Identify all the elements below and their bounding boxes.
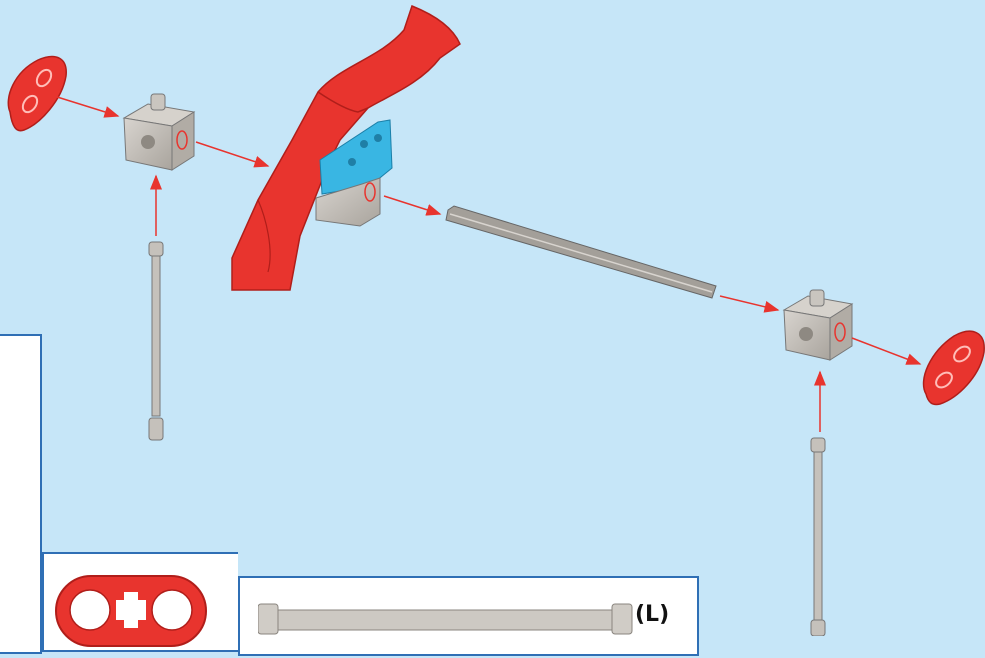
long-axle-icon [446, 206, 716, 298]
right-connector-block-icon [784, 290, 852, 360]
red-lever-icon [8, 57, 66, 131]
parts-callout-lever [42, 552, 238, 652]
grey-connector-block-icon [124, 94, 194, 170]
axle-size-label: (L) [635, 602, 669, 627]
right-red-lever-icon [924, 331, 985, 404]
right-vertical-axle-icon [811, 438, 825, 636]
red-lever-part-icon [44, 554, 240, 654]
parts-callout-axle [238, 576, 699, 656]
long-axle-part-icon [258, 598, 658, 658]
assembly-diagram [0, 0, 985, 636]
parts-callout-left [0, 334, 42, 654]
left-vertical-axle-icon [149, 242, 163, 440]
